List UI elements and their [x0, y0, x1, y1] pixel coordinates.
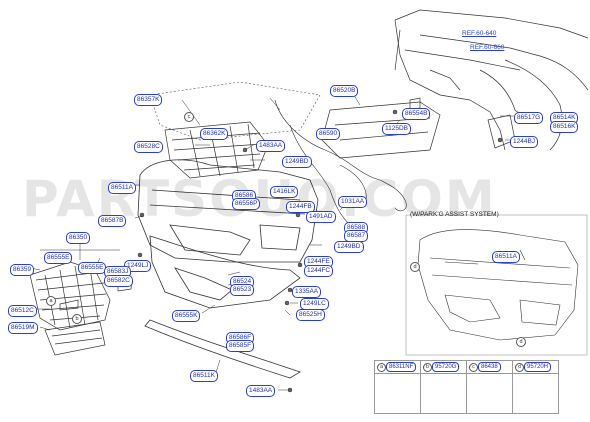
part-label-86511a-variant[interactable]: 86511A — [492, 251, 520, 263]
legend-part-95720g[interactable]: 95720G — [432, 362, 460, 372]
legend-part-86438[interactable]: 86438 — [478, 362, 501, 372]
part-label-86523[interactable]: 86523 — [230, 284, 255, 296]
legend-part-95720h[interactable]: 95720H — [524, 362, 552, 372]
part-label-86587b[interactable]: 86587B — [98, 215, 127, 227]
part-label-1249bd[interactable]: 1249BD — [282, 156, 312, 168]
callout-circle-d-bottom: d — [516, 337, 526, 347]
callout-circle-a-grille: a — [46, 296, 56, 306]
bumper-upper-cover — [149, 81, 321, 141]
ref-link-60-640[interactable]: REF.60-640 — [462, 30, 497, 37]
legend-letter-c: c — [469, 363, 478, 372]
part-label-86359[interactable]: 86359 — [10, 264, 35, 276]
part-label-1031aa[interactable]: 1031AA — [338, 196, 368, 208]
legend-letter-a: a — [377, 363, 386, 372]
part-label-86512c[interactable]: 86512C — [8, 305, 37, 317]
part-label-1483aa-b[interactable]: 1483AA — [246, 385, 276, 397]
legend-letter-d: d — [515, 363, 524, 372]
part-label-86350[interactable]: 86350 — [66, 232, 91, 244]
variant-panel — [405, 214, 588, 356]
legend-cell-c: c 86438 — [466, 360, 513, 414]
front-bumper-cover — [137, 159, 319, 263]
callout-circle-b: b — [72, 314, 82, 324]
part-label-86511a[interactable]: 86511A — [108, 182, 136, 194]
part-label-86519m[interactable]: 86519M — [8, 322, 38, 334]
skid-plate-strip — [144, 319, 301, 379]
legend-letter-b: b — [423, 363, 432, 372]
part-label-1249bd-b[interactable]: 1249BD — [334, 241, 364, 253]
callout-circle-a: c — [184, 112, 194, 122]
part-label-1483aa[interactable]: 1483AA — [256, 140, 286, 152]
part-label-86528c[interactable]: 86528C — [134, 141, 163, 153]
part-label-86555k[interactable]: 86555K — [172, 310, 201, 322]
lower-bumper-lip — [149, 235, 301, 309]
part-label-86582c[interactable]: 86582C — [104, 275, 133, 287]
legend-part-86311nf[interactable]: 86311NF — [386, 362, 417, 372]
part-label-86555e-b[interactable]: 86555E — [78, 262, 107, 274]
part-label-86516k[interactable]: 86516K — [550, 121, 579, 133]
part-label-86585f[interactable]: 86585F — [226, 340, 255, 352]
legend-cell-a: a 86311NF — [374, 360, 421, 414]
part-label-1244fc[interactable]: 1244FC — [304, 265, 334, 277]
part-label-1125db[interactable]: 1125DB — [382, 123, 412, 135]
part-label-86525h[interactable]: 86525H — [296, 309, 325, 321]
legend-cell-b: b 95720G — [420, 360, 467, 414]
part-label-1335aa[interactable]: 1335AA — [292, 286, 322, 298]
part-label-1244bj[interactable]: 1244BJ — [510, 136, 539, 148]
part-label-86511k[interactable]: 86511K — [190, 370, 218, 382]
legend-cell-d: d 95720H — [512, 360, 559, 414]
lower-grille-part — [44, 321, 106, 356]
part-label-86554b[interactable]: 86554B — [402, 108, 431, 120]
part-label-86556p[interactable]: 86556P — [232, 198, 261, 210]
part-label-86555e-a[interactable]: 86555E — [44, 252, 73, 264]
variant-note: (W/PARK'G ASSIST SYSTEM) — [410, 211, 499, 218]
ref-link-60-660[interactable]: REF.60-660 — [470, 44, 505, 51]
part-label-86362k[interactable]: 86362K — [200, 128, 229, 140]
part-label-1491ad[interactable]: 1491AD — [306, 211, 336, 223]
part-label-86520b[interactable]: 86520B — [330, 85, 359, 97]
part-label-1416lk[interactable]: 1416LK — [270, 186, 299, 198]
part-label-86517g[interactable]: 86517G — [514, 112, 544, 124]
part-label-1244fb[interactable]: 1244FB — [286, 201, 315, 213]
part-label-86590[interactable]: 86590 — [316, 128, 341, 140]
part-label-86357k[interactable]: 86357K — [134, 94, 163, 106]
callout-circle-d-left: d — [410, 262, 420, 272]
